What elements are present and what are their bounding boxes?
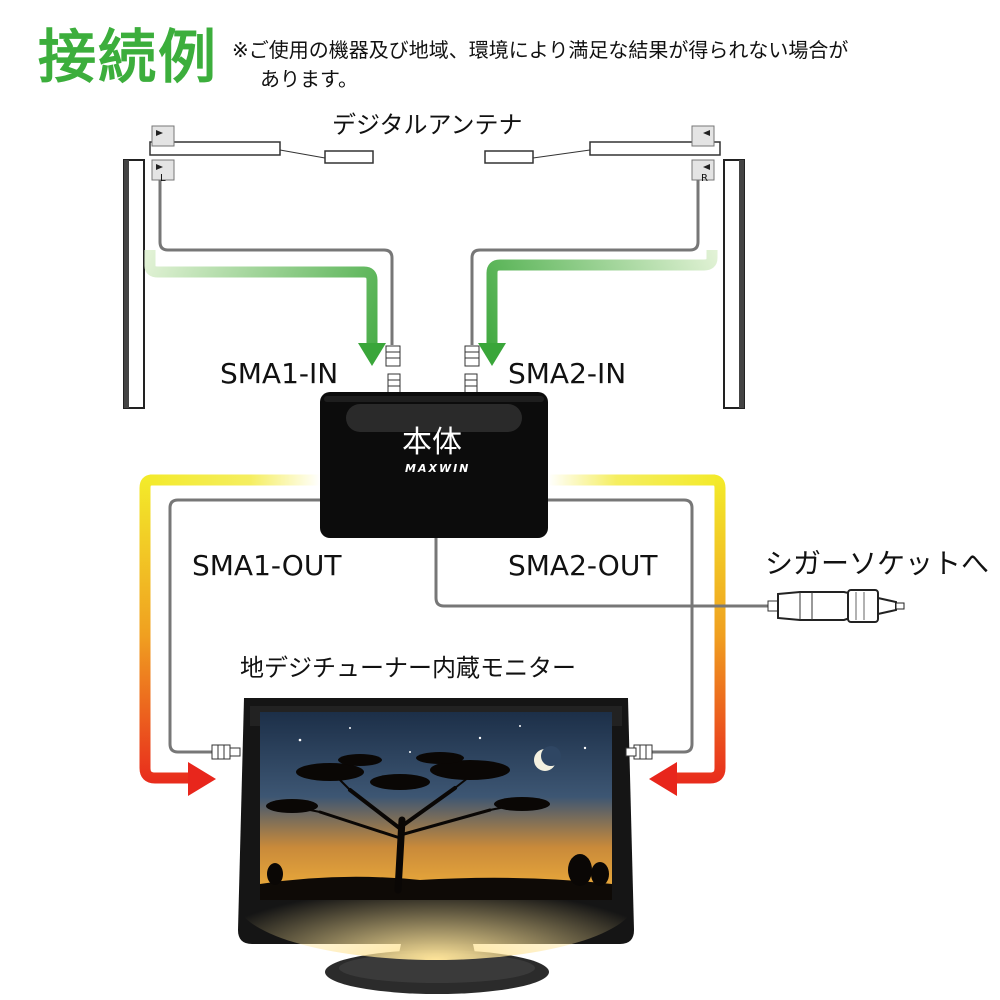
sma1-out-label: SMA1-OUT [192, 549, 342, 582]
sma2-out-arrow [548, 474, 726, 796]
monitor-left-connector [211, 744, 241, 760]
tuner-unit [320, 392, 548, 538]
sma2-out-label: SMA2-OUT [508, 549, 658, 582]
right-antenna [470, 125, 745, 409]
sma1-in-arrow [144, 250, 386, 366]
sma2-out-cable [548, 498, 694, 754]
monitor [236, 698, 636, 994]
brand-logo: MAXWIN [405, 462, 471, 475]
left-antenna [123, 125, 394, 409]
sma2-in-arrow [478, 250, 718, 366]
disclaimer-note: ※ご使用の機器及び地域、環境により満足な結果が得られない場合が あります。 [232, 36, 992, 94]
cigar-socket-label: シガーソケットへ [765, 547, 990, 580]
right-antenna-mark: R [701, 173, 708, 184]
sma1-in-label: SMA1-IN [220, 357, 339, 390]
unit-label: 本体 [402, 425, 462, 460]
left-antenna-mark: L [160, 173, 166, 184]
sma1-out-cable [168, 498, 322, 754]
antenna-label: デジタルアンテナ [332, 111, 523, 139]
sma1-out-arrow [139, 474, 320, 796]
page-title: 接続例 [38, 23, 219, 91]
monitor-label: 地デジチューナー内蔵モニター [240, 654, 576, 682]
note-line-1: ※ご使用の機器及び地域、環境により満足な結果が得られない場合が [232, 38, 849, 62]
cigar-plug [767, 589, 905, 623]
sma2-in-label: SMA2-IN [508, 357, 627, 390]
monitor-right-connector [625, 744, 653, 760]
sma2-in-connector [464, 345, 480, 395]
power-cable [434, 536, 768, 608]
note-line-2: あります。 [260, 67, 358, 91]
sma1-in-connector [385, 345, 401, 395]
